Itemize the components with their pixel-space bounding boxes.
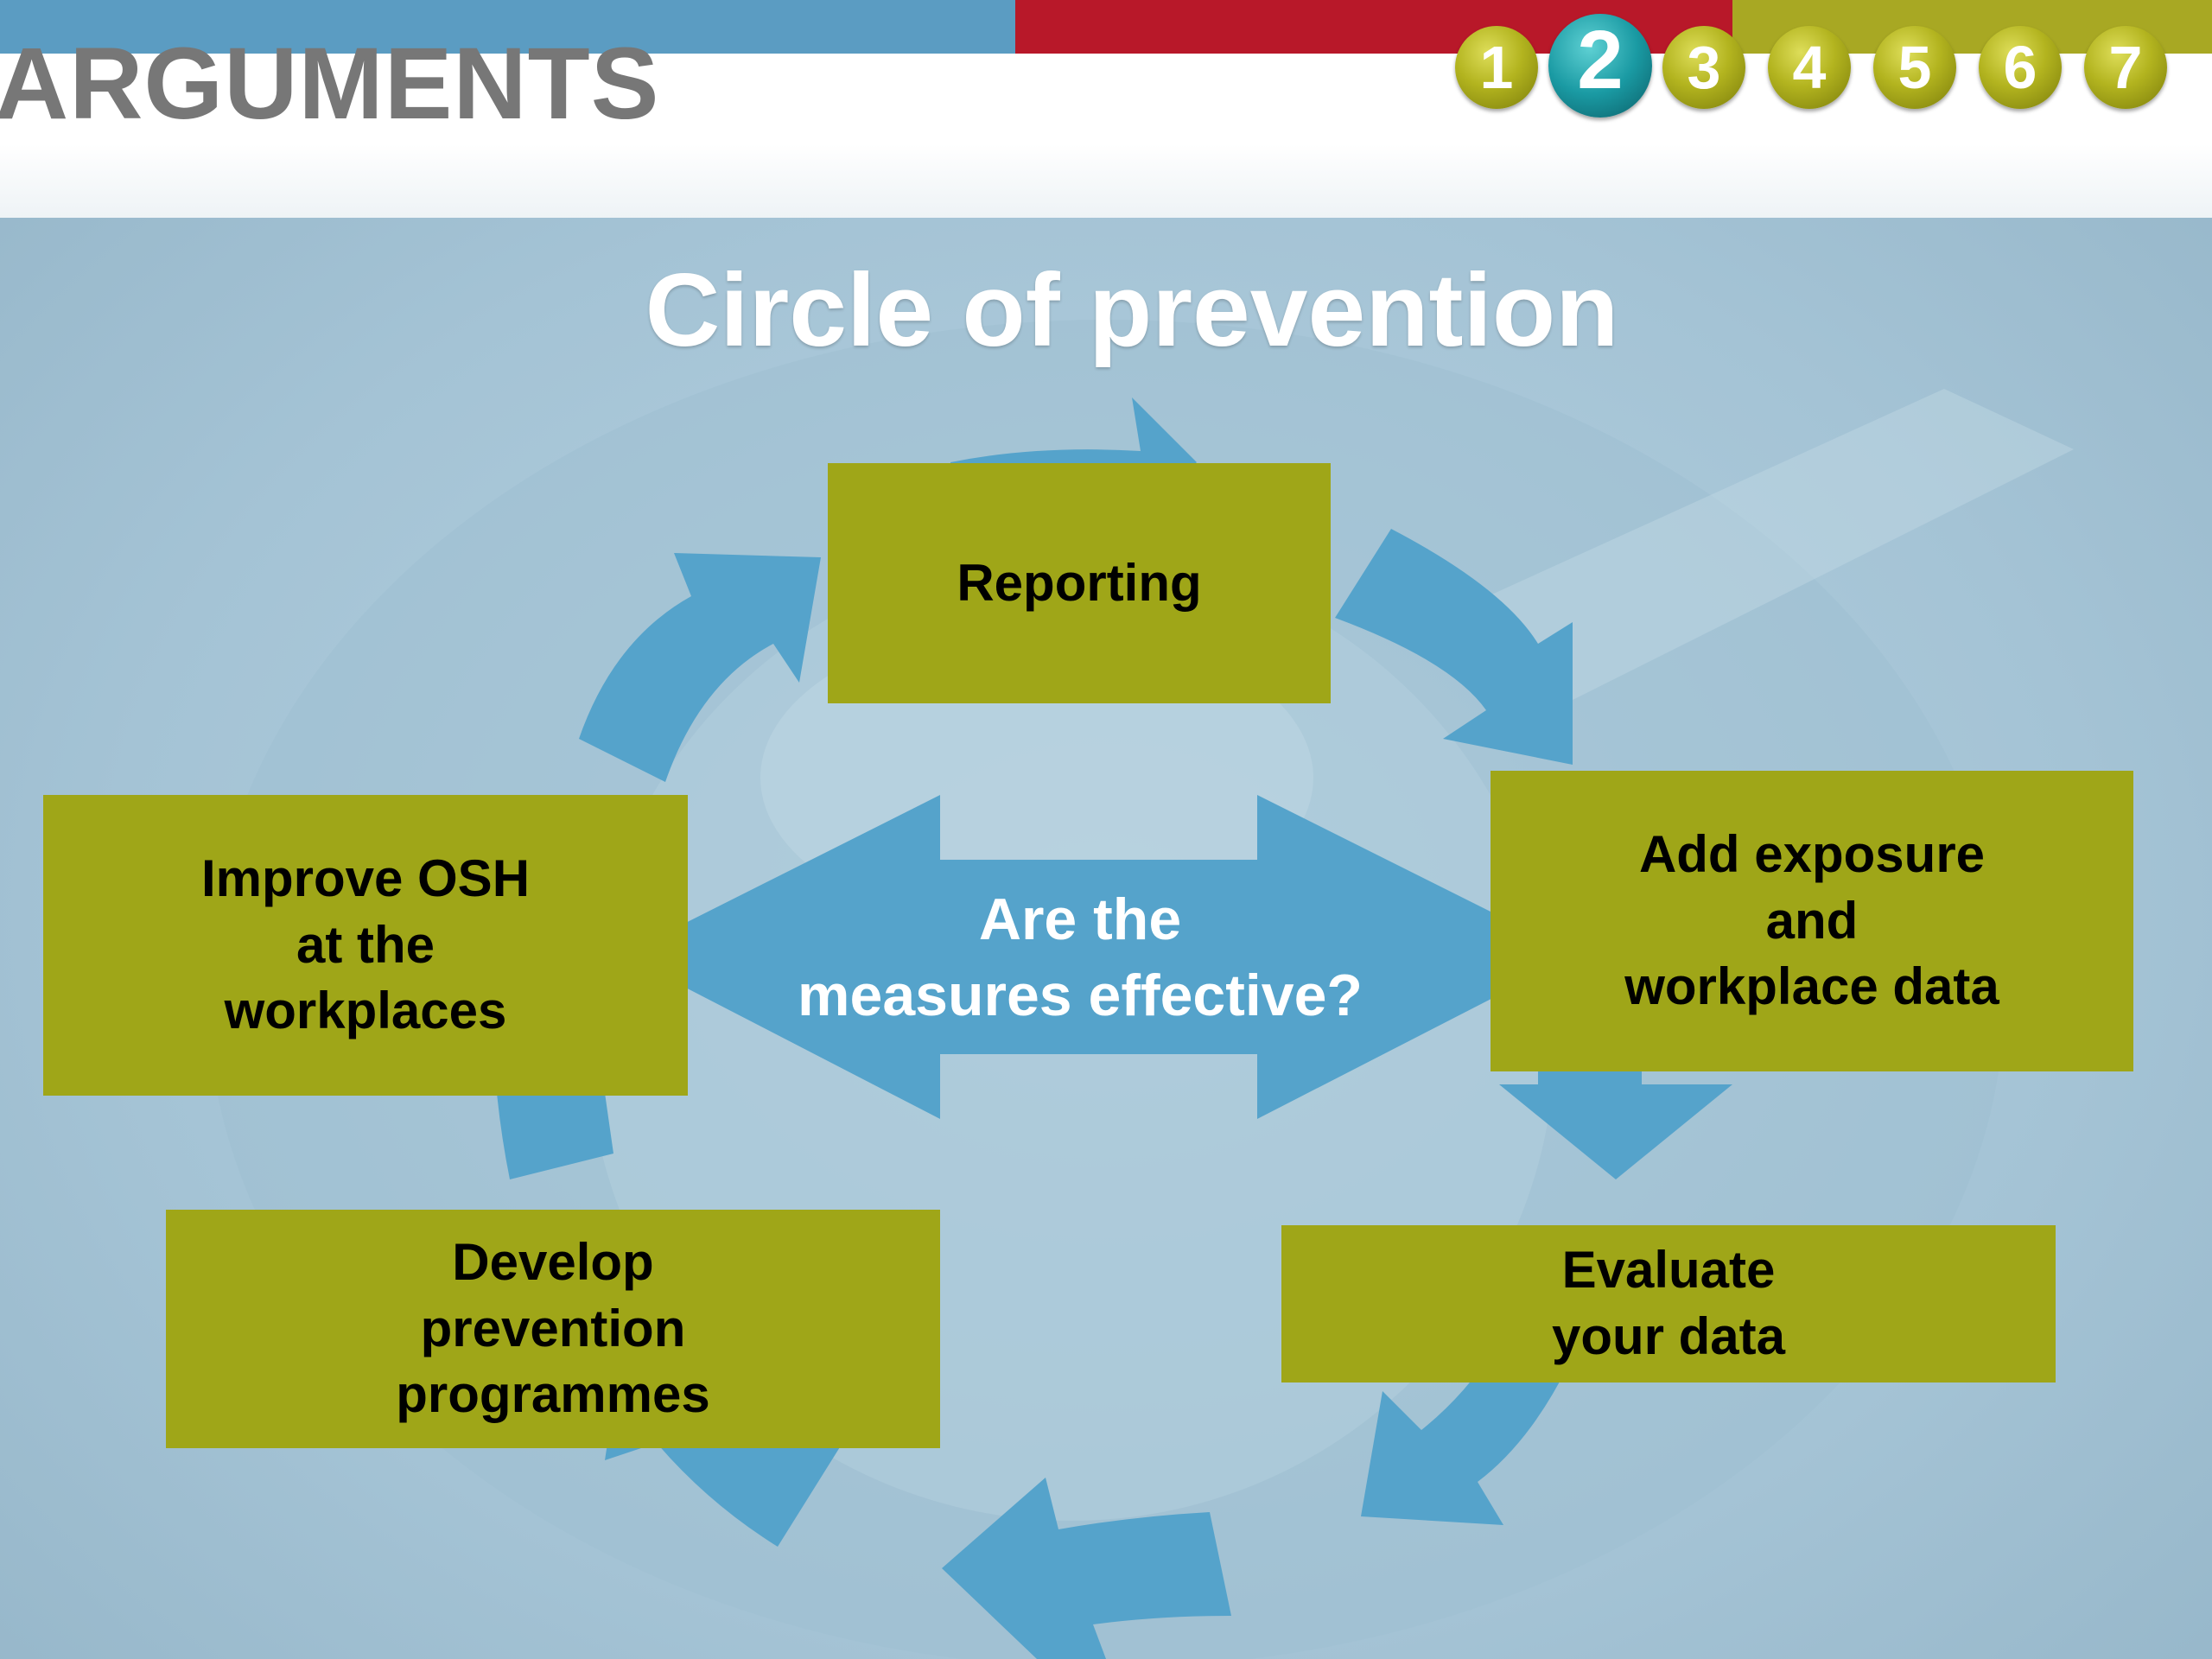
node-develop: Develop prevention programmes [166, 1210, 940, 1448]
step-5-button[interactable]: 5 [1873, 26, 1956, 109]
section-title: ARGUMENTS [0, 27, 660, 141]
step-6-button[interactable]: 6 [1979, 26, 2062, 109]
arrow-bottom [942, 1478, 1231, 1659]
step-7-button[interactable]: 7 [2084, 26, 2167, 109]
step-3-button[interactable]: 3 [1662, 26, 1745, 109]
center-question: Are the measures effective? [798, 887, 1363, 1029]
slide-title: Circle of prevention [645, 252, 1619, 368]
node-add-exposure: Add exposure and workplace data [1491, 771, 2133, 1071]
arrow-upper-left [579, 553, 821, 782]
step-2-button[interactable]: 2 [1548, 14, 1652, 118]
arrow-left [497, 1093, 613, 1179]
node-improve-osh: Improve OSH at the workplaces [43, 795, 688, 1096]
arrow-lower-right [1361, 1348, 1568, 1525]
node-evaluate: Evaluate your data [1281, 1225, 2056, 1382]
arrow-upper-right [1335, 529, 1573, 765]
step-navigation: 1 2 3 4 5 6 7 [1455, 14, 2207, 121]
center-double-arrow [622, 795, 1577, 1119]
step-4-button[interactable]: 4 [1768, 26, 1851, 109]
arrow-right-down [1499, 1071, 1732, 1179]
top-bar-blue [0, 0, 1015, 54]
arrow-top [950, 397, 1197, 518]
node-reporting: Reporting [828, 463, 1331, 703]
step-1-button[interactable]: 1 [1455, 26, 1538, 109]
